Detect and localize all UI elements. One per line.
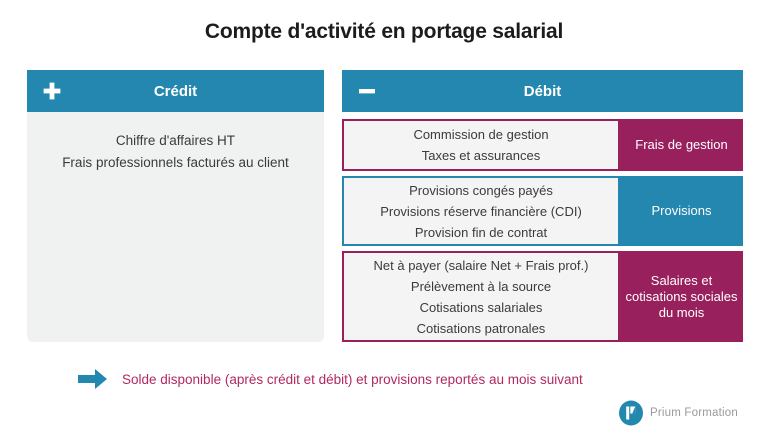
debit-item: Provisions réserve financière (CDI) <box>380 203 582 219</box>
plus-icon <box>42 70 62 112</box>
debit-item: Cotisations salariales <box>419 299 543 315</box>
debit-item: Provisions congés payés <box>409 182 553 198</box>
debit-item: Provision fin de contrat <box>414 224 548 240</box>
brand-logo-text: Prium Formation <box>650 407 738 419</box>
debit-group-label: Salaires et cotisations sociales du mois <box>620 251 743 342</box>
debit-header-label: Débit <box>523 82 562 100</box>
page-title: Compte d'activité en portage salarial <box>204 20 564 43</box>
credit-header-label: Crédit <box>153 82 198 100</box>
credit-item: Chiffre d'affaires HT <box>115 133 236 148</box>
debit-group-items: Net à payer (salaire Net + Frais prof.) … <box>342 251 620 342</box>
debit-group-provisions: Provisions congés payés Provisions réser… <box>342 176 743 246</box>
debit-group-items: Commission de gestion Taxes et assurance… <box>342 119 620 171</box>
debit-item: Prélèvement à la source <box>410 278 552 294</box>
debit-item: Taxes et assurances <box>421 148 541 163</box>
debit-group-label: Frais de gestion <box>620 119 743 171</box>
credit-body: Chiffre d'affaires HT Frais professionne… <box>27 112 324 342</box>
prium-p-logo-icon <box>618 400 644 426</box>
debit-group-frais-de-gestion: Commission de gestion Taxes et assurance… <box>342 119 743 171</box>
arrow-right-icon <box>78 368 108 390</box>
minus-icon <box>357 70 377 112</box>
debit-group-items: Provisions congés payés Provisions réser… <box>342 176 620 246</box>
credit-item: Frais professionnels facturés au client <box>62 155 289 170</box>
debit-item: Commission de gestion <box>413 127 549 142</box>
debit-group-salaires-cotisations: Net à payer (salaire Net + Frais prof.) … <box>342 251 743 342</box>
debit-header: Débit <box>342 70 743 112</box>
debit-group-label: Provisions <box>620 176 743 246</box>
credit-column: Crédit Chiffre d'affaires HT Frais profe… <box>27 70 324 342</box>
footer-note: Solde disponible (après crédit et débit)… <box>78 368 583 390</box>
account-board: Crédit Chiffre d'affaires HT Frais profe… <box>27 70 743 342</box>
credit-header: Crédit <box>27 70 324 112</box>
footer-note-text: Solde disponible (après crédit et débit)… <box>122 371 583 387</box>
debit-item: Cotisations patronales <box>416 320 546 336</box>
debit-body: Commission de gestion Taxes et assurance… <box>342 112 743 342</box>
debit-item: Net à payer (salaire Net + Frais prof.) <box>373 257 589 273</box>
brand-logo: Prium Formation <box>618 400 738 426</box>
debit-column: Débit Commission de gestion Taxes et ass… <box>342 70 743 342</box>
